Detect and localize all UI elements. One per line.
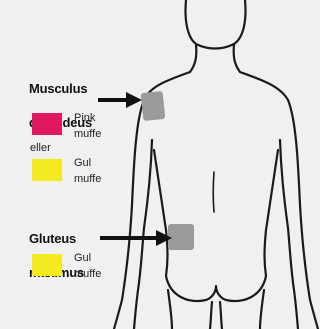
right-inner-arm-outline [280,140,298,329]
right-torso-outline [265,150,279,276]
gluteus-injection-site [168,224,194,250]
pink-muffe-label-line1: Pink [74,110,101,126]
deltoid-heading-line1: Musculus [29,80,92,97]
neck-right-outline [234,44,240,72]
gluteus-yellow-muffe-label: Gul muffe [74,250,101,282]
left-torso-outline [154,150,168,276]
deltoid-yellow-muffe-label-line1: Gul [74,155,101,171]
deltoid-yellow-muffe-swatch [32,159,62,181]
deltoid-yellow-muffe-label-line2: muffe [74,171,101,187]
inner-leg-outline-2 [220,302,222,329]
pink-muffe-label-line2: muffe [74,126,101,142]
gluteus-heading-line1: Gluteus [29,230,84,247]
pink-muffe-label: Pink muffe [74,110,101,142]
or-label: eller [30,141,51,155]
gluteus-yellow-muffe-label-line2: muffe [74,266,101,282]
spine-line [213,172,214,212]
head-outline [185,0,245,49]
deltoid-yellow-muffe-label: Gul muffe [74,155,101,187]
gluteus-yellow-muffe-label-line1: Gul [74,250,101,266]
left-inner-arm-outline [134,140,152,329]
right-leg-outline [260,290,264,329]
gluteus-arrow [100,230,172,246]
neck-left-outline [190,44,196,72]
pink-muffe-swatch [32,113,62,135]
gluteus-yellow-muffe-swatch [32,254,62,276]
right-shoulder-arm-outline [240,72,318,329]
deltoid-injection-site [141,91,166,121]
inner-leg-outline [210,302,212,329]
deltoid-arrow [98,92,142,108]
buttocks-outline [166,276,266,301]
left-leg-outline [168,290,172,329]
